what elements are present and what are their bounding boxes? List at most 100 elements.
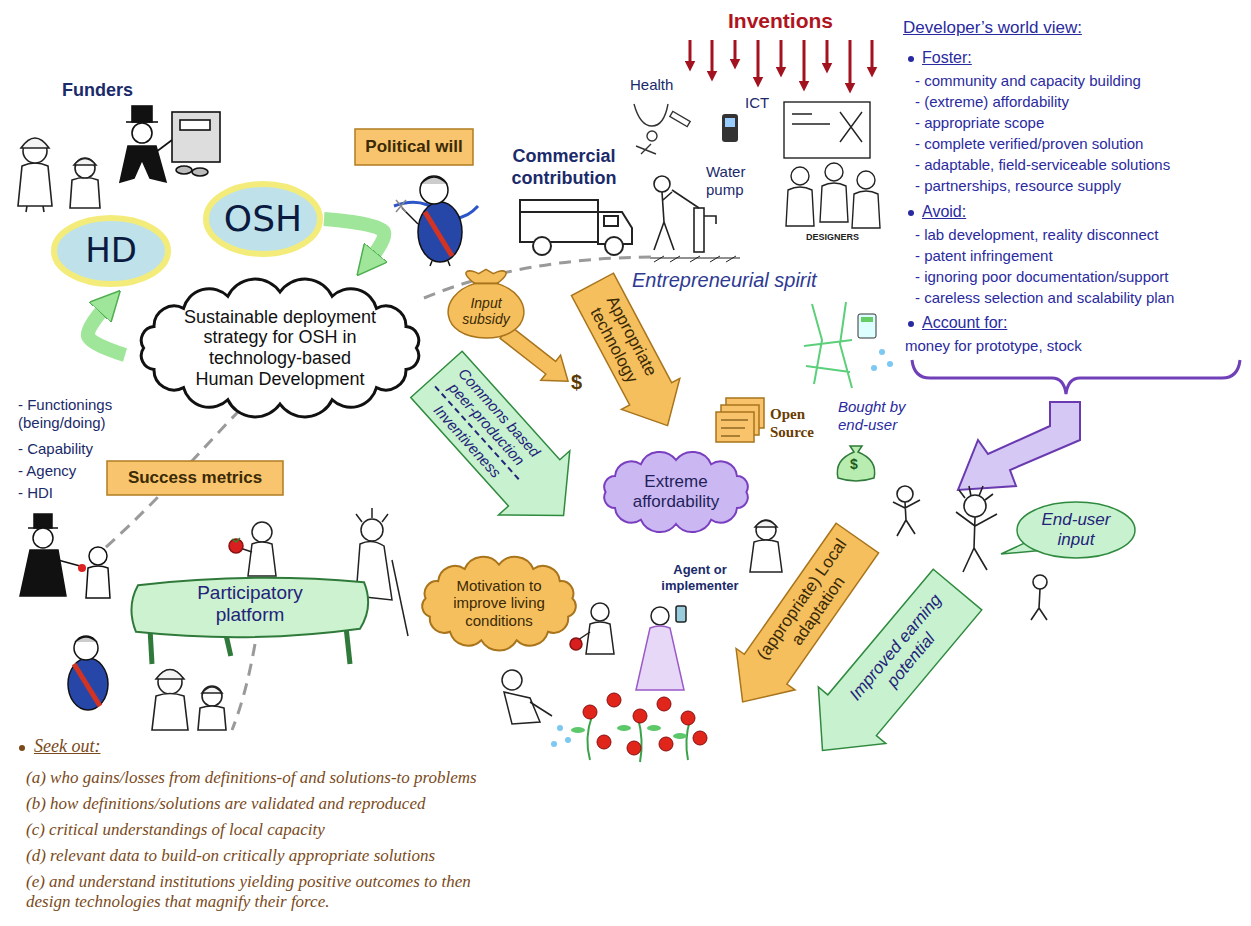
health-icons — [647, 131, 657, 141]
gardener-figures — [676, 606, 686, 622]
worker-figures — [75, 158, 95, 178]
worker-figures-2 — [152, 670, 226, 731]
bracket — [912, 360, 1240, 394]
invention-arrows — [780, 40, 783, 72]
node-text-group: Motivation to improve living conditions — [441, 577, 557, 629]
end-user-figures — [1033, 575, 1047, 589]
worker-figures — [74, 159, 96, 166]
truck — [520, 211, 598, 213]
node-text: Political will — [360, 137, 468, 157]
funder-figure — [132, 123, 152, 143]
tomato-plants — [571, 693, 707, 762]
list-item: (e) and understand institutions yielding… — [26, 872, 496, 913]
hollow-arrow — [958, 402, 1080, 490]
metric-item: - Agency — [18, 462, 98, 480]
phone-icon — [725, 118, 735, 127]
tomato-plants — [617, 725, 631, 731]
open-source-docs — [721, 420, 748, 436]
node-text: OSH — [212, 198, 314, 239]
node-text: Input subsidy — [448, 295, 524, 327]
villager-figures — [361, 519, 383, 541]
node-text-group: OSH — [212, 198, 314, 239]
invention-arrows — [711, 40, 714, 76]
platform-table: Participatory platform — [130, 576, 370, 638]
list-item: - patent infringement — [915, 247, 1245, 265]
invention-arrows — [690, 40, 872, 88]
node-outline-part — [54, 218, 168, 284]
villager-figures — [252, 522, 272, 542]
node-text: Extreme affordability — [620, 472, 732, 511]
subsidy-bag: Input subsidy — [440, 268, 532, 338]
factor-box: Success metrics — [106, 460, 284, 496]
health-icons — [634, 104, 690, 154]
invention-arrows — [757, 40, 760, 82]
list-bullets — [908, 321, 914, 327]
politician-figure — [421, 177, 447, 184]
list-item: - complete verified/proven solution — [915, 135, 1245, 153]
invention-arrows — [826, 40, 829, 68]
hd-ellipse: HD — [50, 214, 172, 288]
list-item: - adaptable, field-serviceable solutions — [915, 156, 1245, 174]
money-bag — [837, 446, 874, 481]
designers-scene — [784, 102, 880, 228]
politician-figure — [420, 176, 448, 204]
designers-scene — [852, 191, 880, 228]
worker-figures — [18, 163, 52, 206]
node-text: End-user input — [1027, 510, 1125, 549]
designers-scene — [786, 187, 814, 226]
block-arrow: Commons based peer-productionInventivene… — [401, 342, 599, 547]
list-heading: Foster: — [922, 48, 1122, 67]
funder-figure — [120, 146, 166, 182]
list-bullets — [908, 56, 914, 62]
list-item: money for prototype, stock — [905, 337, 1235, 355]
worker-figures — [43, 206, 44, 212]
list-item: - community and capacity building — [915, 72, 1245, 90]
tomato-plants — [681, 711, 695, 725]
funder-figure — [172, 112, 220, 162]
end-user-figures — [956, 512, 997, 572]
tomato-plants — [673, 733, 687, 739]
node-text: HD — [60, 231, 162, 270]
politician-figure-2 — [68, 658, 108, 710]
designers-scene — [784, 102, 870, 158]
heading-label: Inventions — [728, 8, 848, 33]
open-source-docs — [716, 412, 754, 442]
node-text: (appropriate) Local adaptation — [752, 533, 869, 677]
node-outline-part — [448, 269, 524, 338]
icon-label: Water pump — [706, 163, 762, 199]
node-text-group: Appropriate technology — [579, 282, 666, 399]
icon-label: ICT — [745, 94, 777, 112]
group-label: Commercial contribution — [494, 146, 634, 189]
tomato-plants — [571, 725, 687, 739]
list-bullets — [908, 210, 914, 216]
node-outline-part — [563, 269, 696, 441]
worker-figures — [18, 138, 100, 212]
list-item: - (extreme) affordability — [915, 93, 1245, 111]
node-text-group: HD — [60, 231, 162, 270]
water-drops — [879, 349, 885, 355]
water-drops — [887, 361, 893, 367]
list-item: (b) how definitions/solutions are valida… — [26, 794, 646, 814]
water-pump — [650, 256, 740, 262]
funder-child-figures — [78, 564, 86, 572]
politician-figure — [418, 202, 462, 262]
funder-child-figures — [58, 560, 80, 566]
politician-figure — [394, 176, 478, 266]
phone-icon — [722, 114, 738, 142]
open-source-docs — [716, 398, 764, 442]
flow-arrow — [88, 305, 125, 355]
map-scribble — [804, 302, 852, 388]
invention-arrows — [871, 40, 874, 72]
node-text-group: Input subsidy — [448, 295, 524, 327]
motivation-cloud: Motivation to improve living conditions — [415, 555, 583, 651]
funder-child-figures — [89, 547, 107, 565]
node-text-group: End-user input — [1027, 510, 1125, 549]
invention-arrows — [849, 40, 852, 88]
agent-figure — [750, 540, 782, 572]
tomato-plants — [693, 731, 707, 745]
designers-scene — [825, 163, 843, 181]
invention-arrows — [734, 40, 737, 64]
node-outline-part — [355, 129, 473, 165]
end-user-figures — [893, 500, 920, 536]
